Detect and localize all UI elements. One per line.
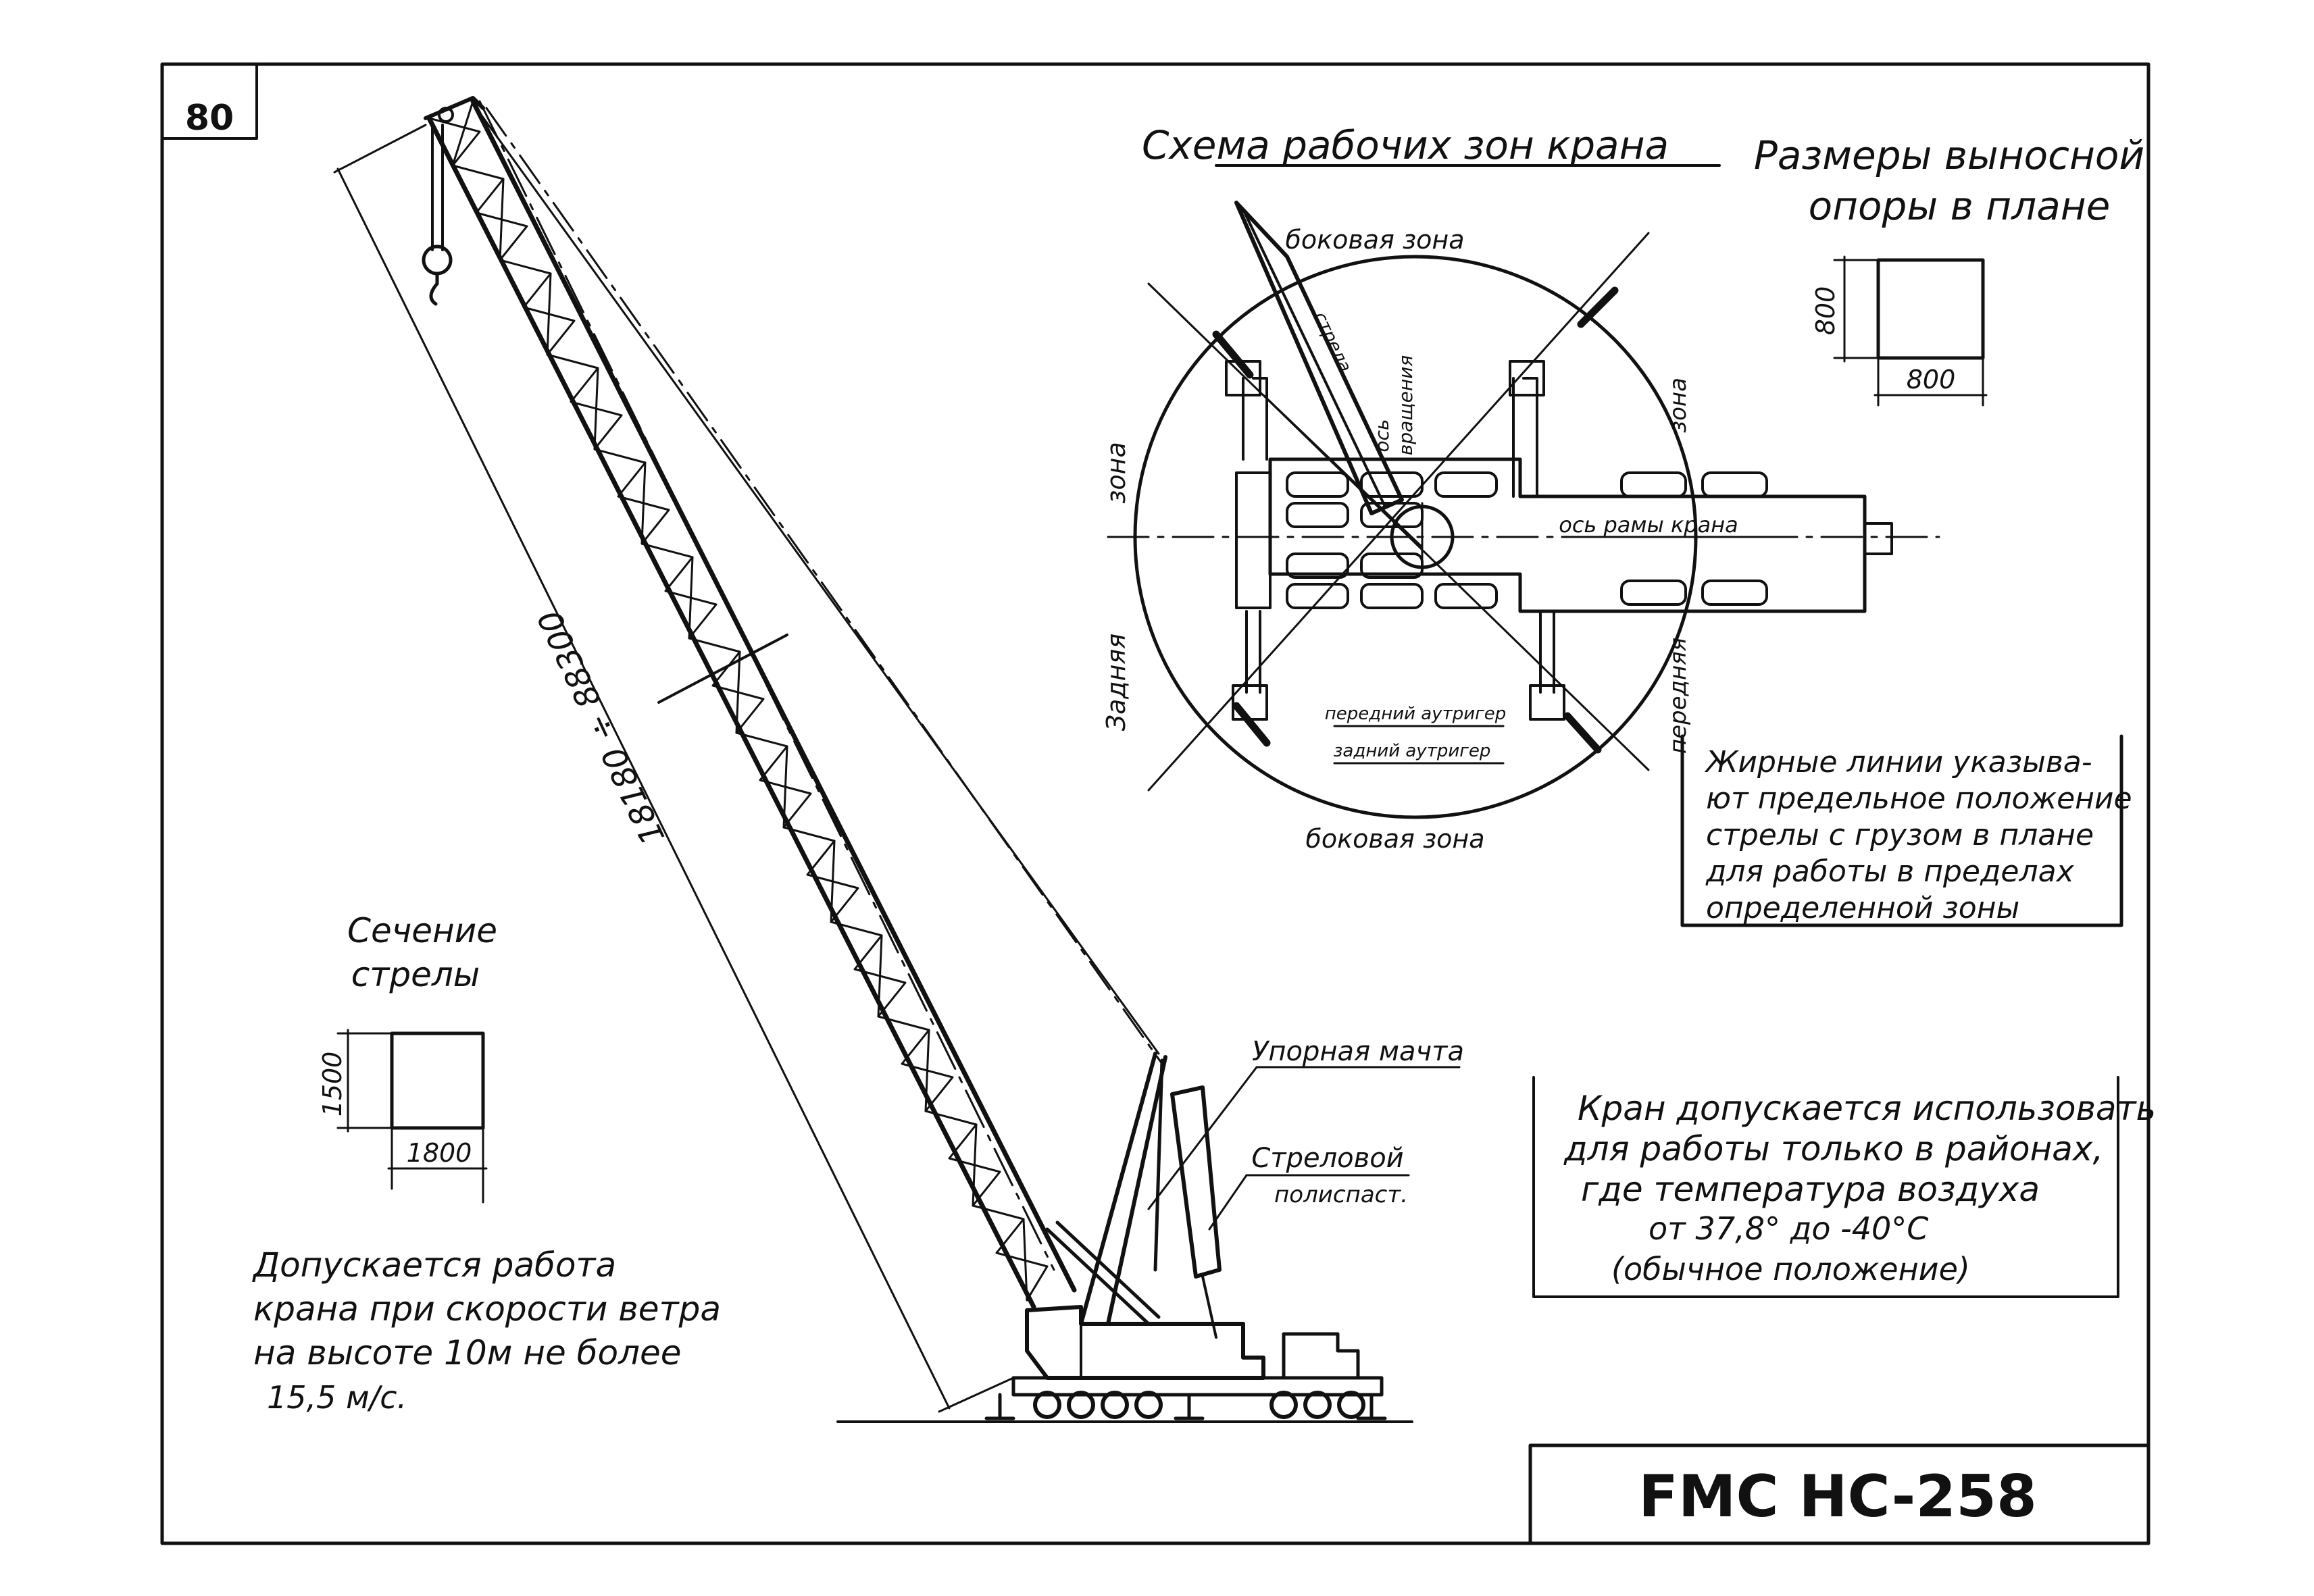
wind-note-line-2: крана при скорости ветра [253, 1289, 721, 1329]
boom-hoist-leader [1208, 1174, 1248, 1231]
rear-outrigger-label: задний аутригер [1334, 741, 1491, 761]
model-title: FMC HC-258 [1638, 1463, 2037, 1530]
temperature-note-line-2: для работы только в районах, [1563, 1129, 2103, 1168]
bold-lines-note-line-4: для работы в пределах [1705, 854, 2075, 889]
title-block [1528, 1443, 2150, 1545]
boom-splice-line [657, 634, 788, 704]
carrier-elevation [984, 1305, 1387, 1420]
boom-section-dim-width: 1800 [407, 1138, 472, 1168]
boom-length-label: 18180 ÷ 88300 [531, 604, 673, 850]
temperature-note-line-5: (обычное положение) [1611, 1251, 1970, 1287]
outrigger-pad-title-line1: Размеры выносной [1754, 132, 2144, 178]
temperature-note-line-3: где температура воздуха [1581, 1170, 2040, 1209]
zone-side-top-label: боковая зона [1285, 225, 1464, 255]
boom-section-drawing [336, 1029, 488, 1204]
bold-lines-note-line-5: определенной зоны [1706, 891, 2019, 925]
zone-front-word1: передняя [1665, 638, 1692, 754]
sheet-frame [160, 62, 2150, 1545]
boom-section-title-line2: стрелы [351, 955, 480, 994]
outrigger-pad-title-line2: опоры в плане [1809, 183, 2111, 229]
plan-scheme-title: Схема рабочих зон крана [1142, 122, 1669, 168]
wind-note-line-1: Допускается работа [252, 1245, 616, 1285]
boom-pendant-line [475, 107, 1160, 1055]
rotation-axis-word2: вращения [1394, 355, 1417, 455]
bold-lines-note-line-3: стрелы с грузом в плане [1706, 818, 2094, 852]
wind-note-line-3: на высоте 10м не более [253, 1333, 682, 1372]
temperature-note-box [1532, 1076, 2119, 1298]
rotation-axis-word1: ось [1371, 419, 1393, 452]
support-mast-label: Упорная мачта [1252, 1036, 1464, 1067]
support-mast [1045, 1052, 1222, 1339]
crane-elevation [333, 96, 1461, 1423]
temperature-note-line-4: от 37,8° до -40°С [1649, 1210, 1928, 1247]
boom-section-dim-height: 1500 [318, 1052, 347, 1117]
outrigger-pad-drawing [1833, 255, 1988, 407]
wind-note-line-4: 15,5 м/с. [267, 1379, 407, 1416]
outrigger-pad-dim-width: 800 [1907, 365, 1956, 394]
outriggers [1225, 360, 1565, 721]
boom-length-dimension [333, 124, 1015, 1413]
outrigger-pad-dim-height: 800 [1811, 286, 1840, 336]
boom-limit-bold-lines [1212, 286, 1619, 754]
zone-side-bottom-label: боковая зона [1305, 824, 1484, 854]
zone-rear-word2: зона [1101, 442, 1131, 504]
boom-plan [1234, 201, 1404, 515]
temperature-note-line-1: Кран допускается использовать [1578, 1089, 2156, 1128]
bold-lines-note-box [1680, 734, 2123, 927]
bold-lines-note-line-1: Жирные линии указыва- [1704, 745, 2092, 779]
zone-front-word2: зона [1665, 378, 1692, 433]
lattice-boom [424, 96, 1077, 1310]
bold-lines-note-line-2: ют предельное положение [1706, 781, 2132, 816]
hook-block [422, 124, 453, 306]
front-outrigger-label: передний аутригер [1325, 704, 1507, 724]
support-mast-leader [1147, 1066, 1258, 1210]
boom-centre-line [478, 100, 1055, 1271]
page-number: 80 [185, 98, 234, 138]
frame-axis-label: ось рамы крана [1559, 512, 1738, 538]
boom-hoist-label-line1: Стреловой [1251, 1143, 1403, 1174]
zone-rear-word1: Задняя [1101, 634, 1131, 731]
boom-section-title-line1: Сечение [347, 911, 497, 950]
boom-hoist-label-line2: полиспаст. [1274, 1181, 1408, 1208]
